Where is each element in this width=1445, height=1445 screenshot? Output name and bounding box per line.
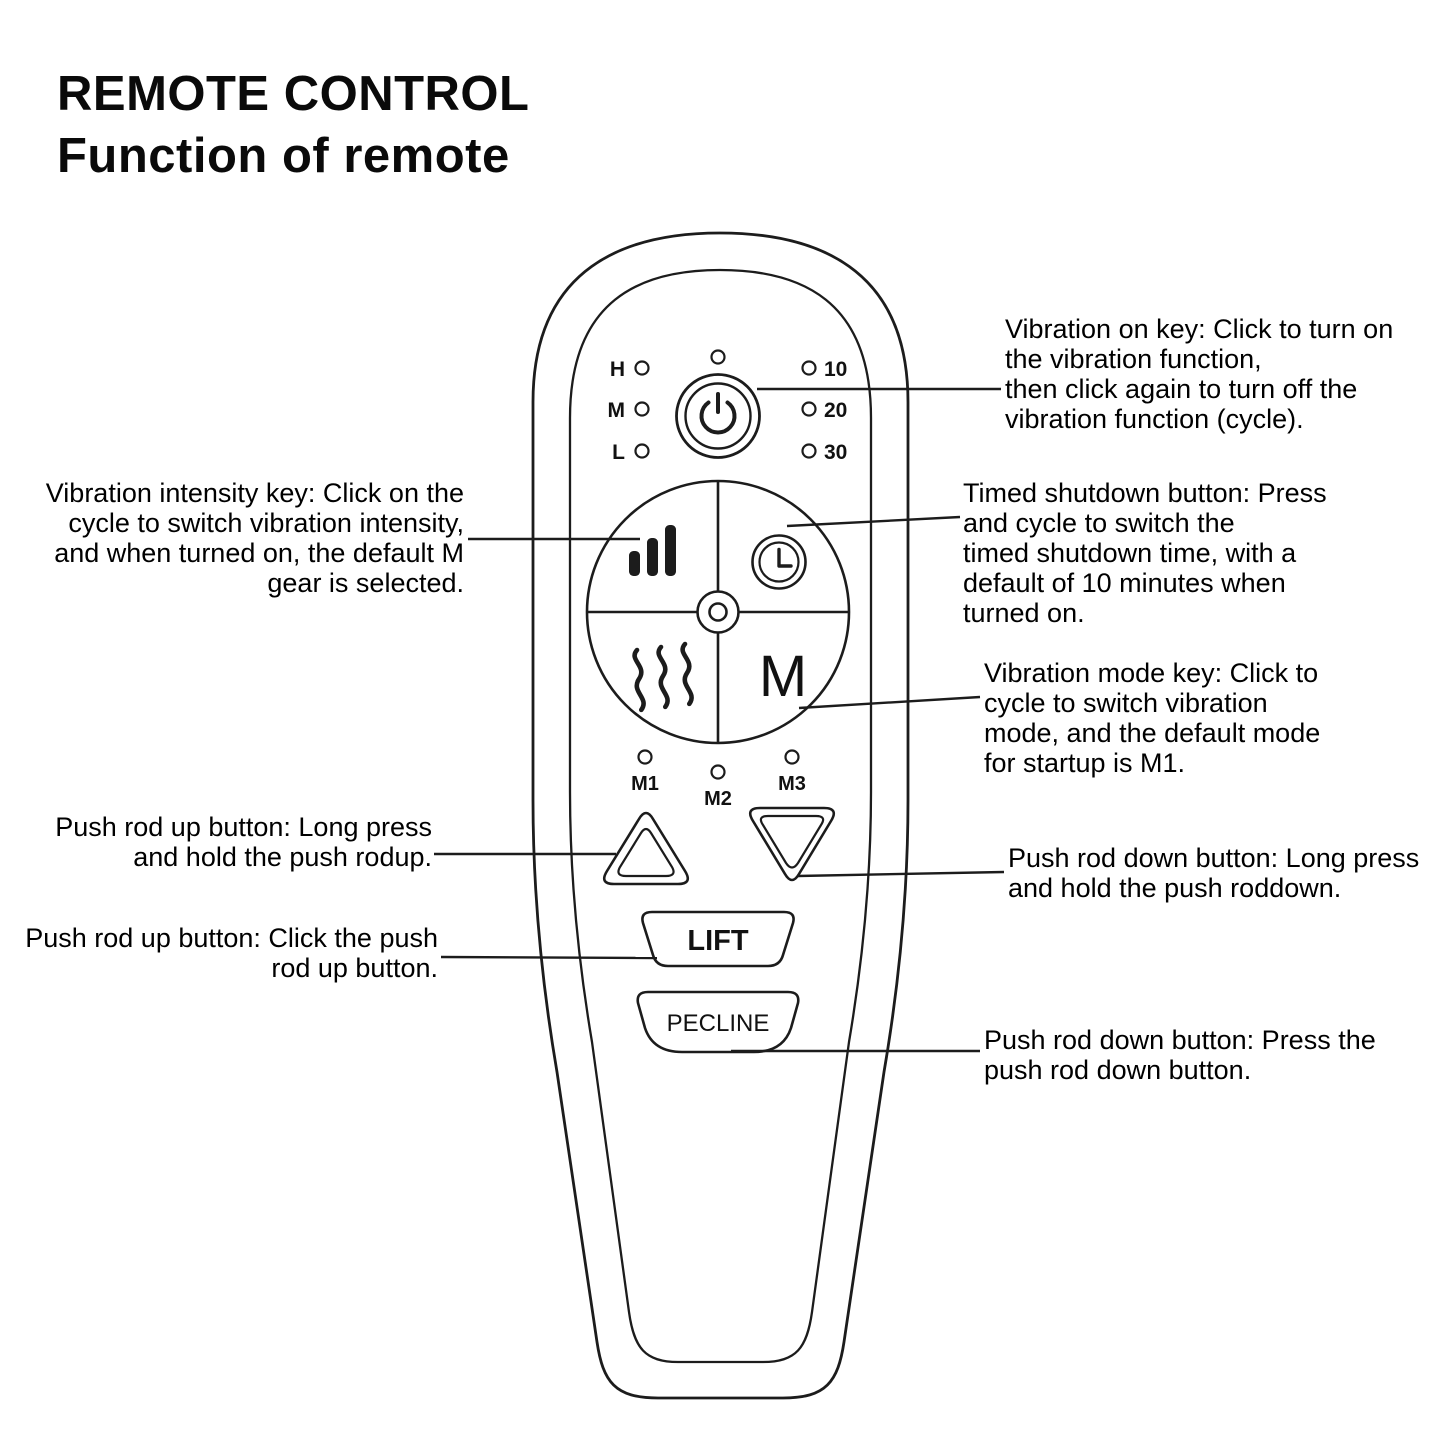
dial-hub-inner (708, 602, 728, 622)
push-rod-down-button (748, 806, 836, 882)
led-30-dot (801, 443, 817, 459)
mode-label-m1: M1 (631, 773, 659, 795)
annotation-push-up-click: Push rod up button: Click the push rod u… (25, 923, 438, 983)
dial-hub-outer (696, 590, 740, 634)
led-20-dot (801, 401, 817, 417)
led-m1-dot (637, 749, 653, 765)
annotation-push-down-press: Push rod down button: Press the push rod… (984, 1025, 1376, 1085)
led-label-10: 10 (824, 358, 847, 381)
intensity-led-column: H M L (608, 358, 650, 464)
power-button-outer-ring (675, 373, 761, 459)
annotation-push-up-long: Push rod up button: Long press and hold … (55, 812, 432, 872)
down-triangle-icon (759, 814, 825, 869)
pecline-label: PECLINE (667, 1010, 770, 1037)
lift-button: LIFT (641, 910, 795, 968)
led-l-dot (634, 443, 650, 459)
mode-label-m2: M2 (704, 788, 732, 810)
pecline-button: PECLINE (636, 990, 800, 1054)
title-line-2: Function of remote (57, 128, 510, 183)
page-title: REMOTE CONTROL Function of remote (57, 64, 529, 187)
callout-line-push-up-click (440, 955, 658, 960)
led-10-dot (801, 360, 817, 376)
annotation-timed-shutdown: Timed shutdown button: Press and cycle t… (963, 478, 1327, 628)
led-m3-dot (784, 749, 800, 765)
callout-line-vibration-mode (798, 695, 981, 710)
timer-icon (751, 534, 807, 590)
power-button-inner-ring (684, 382, 752, 450)
annotation-vibration-intensity: Vibration intensity key: Click on the cy… (45, 478, 464, 598)
title-line-1: REMOTE CONTROL (57, 67, 530, 121)
vibration-intensity-icon (629, 525, 676, 576)
up-triangle-icon (617, 827, 675, 878)
callout-line-timed-shutdown (786, 515, 961, 528)
mode-led-row: M1 M2 M3 (631, 749, 806, 810)
annotation-vibration-mode: Vibration mode key: Click to cycle to sw… (984, 658, 1321, 778)
led-m-dot (634, 401, 650, 417)
led-label-h: H (610, 358, 625, 381)
remote-inner-shell (568, 268, 873, 1364)
power-led-dot (710, 349, 726, 365)
callout-lines (434, 387, 1005, 1053)
power-button (675, 349, 761, 459)
lift-label: LIFT (687, 925, 748, 957)
function-dial (585, 479, 851, 745)
callout-line-push-down-long (797, 870, 1005, 878)
timer-led-column: 10 20 30 (801, 358, 847, 464)
led-m2-dot (710, 764, 726, 780)
push-rod-up-button (602, 811, 690, 886)
annotation-vibration-on: Vibration on key: Click to turn on the v… (1005, 314, 1394, 434)
heat-waves-icon (632, 641, 694, 713)
remote-outer-shell (531, 231, 910, 1400)
power-icon (699, 392, 737, 435)
led-h-dot (634, 360, 650, 376)
led-label-20: 20 (824, 399, 847, 422)
mode-letter: M (759, 644, 807, 709)
led-label-m: M (608, 399, 626, 422)
led-label-l: L (612, 441, 625, 464)
mode-label-m3: M3 (778, 773, 806, 795)
led-label-30: 30 (824, 441, 847, 464)
annotation-push-down-long: Push rod down button: Long press and hol… (1008, 843, 1420, 903)
